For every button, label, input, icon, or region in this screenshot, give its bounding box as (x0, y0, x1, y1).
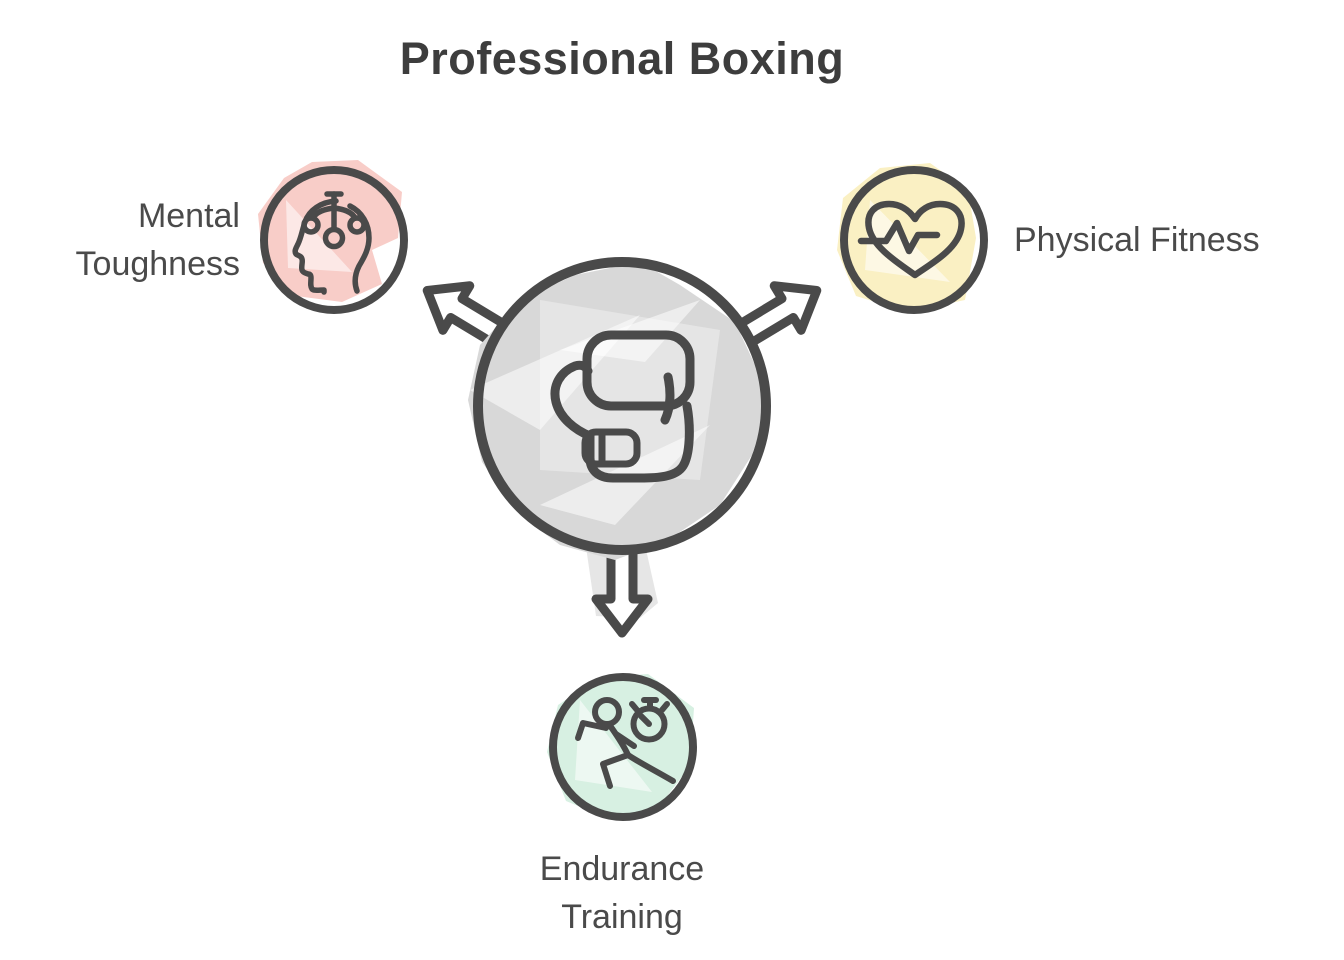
boxing-glove-icon (550, 330, 695, 483)
mind-icon (292, 191, 372, 295)
node-endurance-training (547, 673, 697, 821)
label-line: Toughness (75, 245, 240, 283)
label-line: Training (561, 898, 683, 936)
physical-circle-ring (840, 166, 988, 314)
node-physical-fitness (837, 163, 988, 314)
runner-stopwatch-icon (575, 697, 676, 789)
label-line: Mental (137, 197, 240, 235)
mental-texture-streak (286, 200, 352, 272)
center-circle-ring (473, 257, 771, 555)
page-title: Professional Boxing (399, 33, 845, 84)
label-mental-toughness: Mental Toughness (76, 192, 240, 288)
label-endurance-training: Endurance Training (540, 845, 704, 941)
node-mental-toughness (258, 160, 408, 314)
label-line: Endurance (539, 850, 705, 888)
label-line: Physical Fitness (1014, 221, 1260, 259)
endurance-circle-ring (549, 673, 697, 821)
mental-circle-ring (260, 166, 408, 314)
heart-pulse-icon (857, 200, 965, 279)
center-node (468, 257, 771, 560)
label-physical-fitness: Physical Fitness (1014, 216, 1260, 264)
